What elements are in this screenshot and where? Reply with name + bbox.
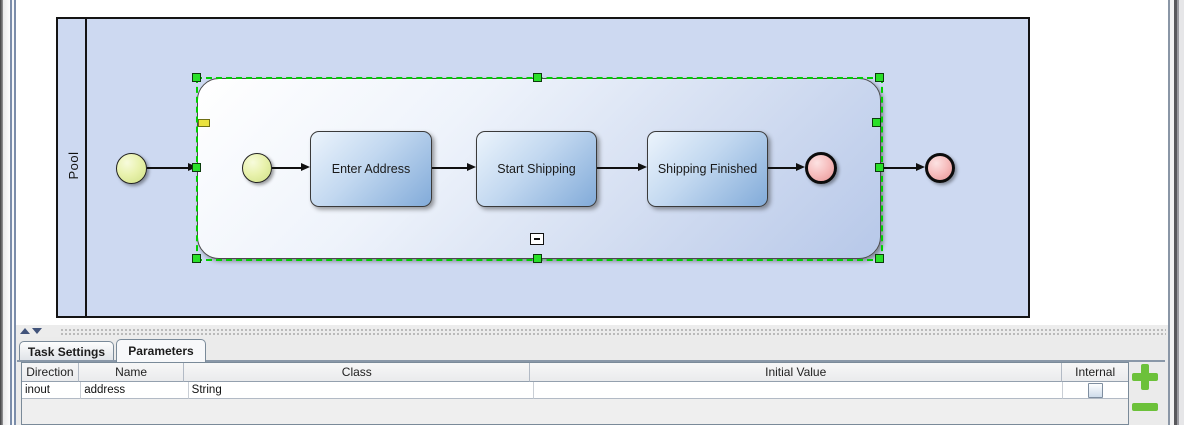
arrowhead-icon [916,163,925,171]
resize-handle-w[interactable] [192,163,201,172]
inner-start-event[interactable] [242,153,272,183]
resize-handle-s[interactable] [533,254,542,263]
splitter-collapse-up-icon[interactable] [20,328,30,334]
splitter-grip [60,328,1166,335]
sequence-flow[interactable] [432,167,467,169]
sequence-flow[interactable] [147,167,188,169]
task-start-shipping[interactable]: Start Shipping [476,131,597,207]
window-frame-right-outer [1179,0,1184,425]
cell-initial-value[interactable] [533,382,1063,399]
column-header-direction[interactable]: Direction [22,363,79,382]
arrowhead-icon [301,163,310,171]
remove-parameter-button[interactable] [1132,403,1158,411]
splitpane-divider-left[interactable] [10,0,12,425]
pool-label: Pool [66,151,81,180]
parameters-table: Direction Name Class Initial Value Inter… [21,362,1129,425]
tab-parameters[interactable]: Parameters [116,339,206,362]
sequence-flow[interactable] [272,167,301,169]
tab-underline [17,360,1165,362]
outer-end-event[interactable] [925,153,955,183]
sequence-flow[interactable] [597,167,638,169]
splitter-collapse-down-icon[interactable] [32,328,42,334]
arrowhead-icon [467,163,476,171]
internal-checkbox[interactable] [1087,382,1103,398]
window-frame-left-fill [3,0,10,425]
splitpane-divider-gap [12,0,14,425]
column-header-initial-value[interactable]: Initial Value [530,363,1063,382]
cell-internal [1062,382,1129,399]
edge-handle-right[interactable] [872,118,881,127]
task-shipping-finished[interactable]: Shipping Finished [647,131,768,207]
column-header-class[interactable]: Class [184,363,531,382]
outer-start-event[interactable] [116,153,147,184]
table-row[interactable]: inout address String [22,382,1129,399]
task-enter-address[interactable]: Enter Address [310,131,432,207]
window-frame-right-fill [1170,0,1174,425]
window-frame-right [1174,0,1177,425]
inner-end-event[interactable] [805,152,837,184]
arrowhead-icon [796,163,805,171]
add-parameter-button[interactable] [1132,364,1158,390]
minus-icon [533,238,540,240]
resize-handle-nw[interactable] [192,73,201,82]
cell-class[interactable]: String [188,382,534,399]
plus-icon [1132,373,1158,381]
canvas-border-right [1168,0,1170,425]
edge-handle-left-yellow[interactable] [198,119,210,127]
cell-name[interactable]: address [81,382,189,399]
column-header-name[interactable]: Name [78,363,185,382]
arrowhead-icon [638,163,647,171]
pool-label-band[interactable]: Pool [58,19,87,316]
canvas-border-left [14,0,16,425]
resize-handle-sw[interactable] [192,254,201,263]
resize-handle-ne[interactable] [875,73,884,82]
column-header-internal[interactable]: Internal [1062,363,1129,382]
cell-direction[interactable]: inout [22,382,82,399]
resize-handle-e[interactable] [875,163,884,172]
window-frame-left [0,0,3,425]
sequence-flow[interactable] [882,167,916,169]
table-header-row: Direction Name Class Initial Value Inter… [22,363,1129,382]
resize-handle-se[interactable] [875,254,884,263]
sequence-flow[interactable] [768,167,796,169]
tab-task-settings[interactable]: Task Settings [19,341,114,362]
window-frame-right-edge [1177,0,1179,425]
horizontal-splitter[interactable] [16,325,1168,337]
collapse-subprocess-button[interactable] [530,233,544,245]
resize-handle-n[interactable] [533,73,542,82]
